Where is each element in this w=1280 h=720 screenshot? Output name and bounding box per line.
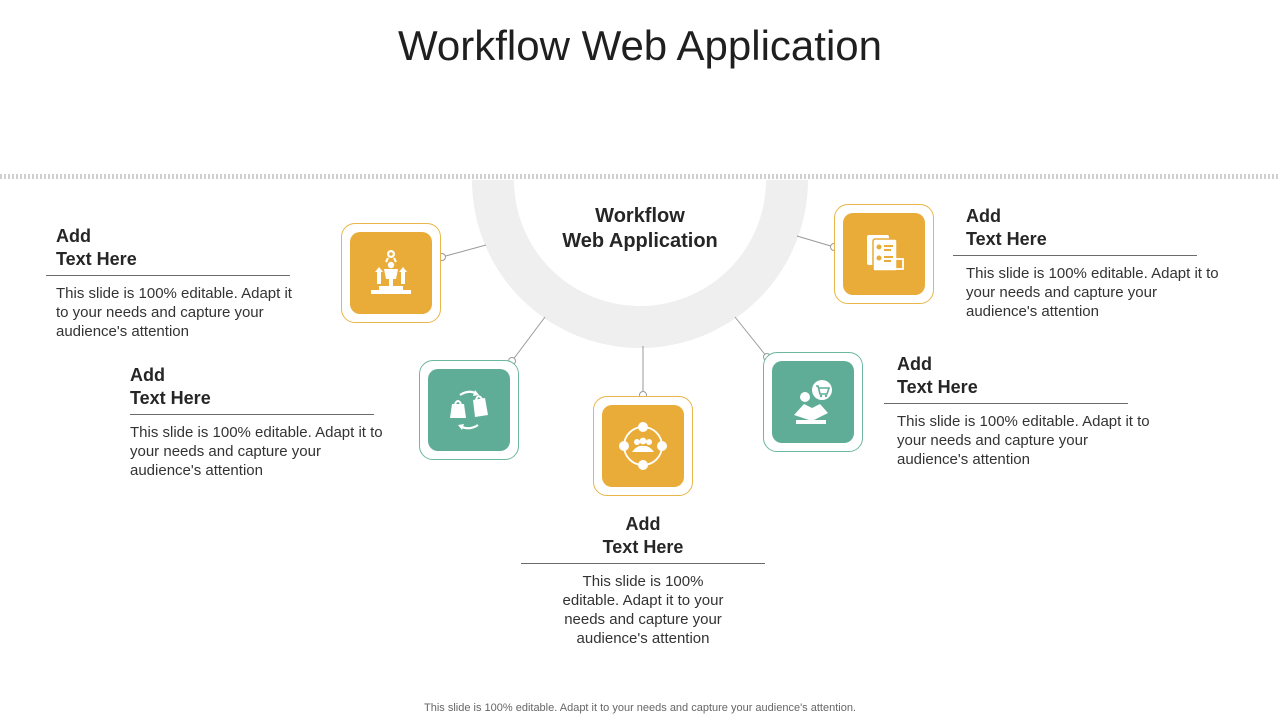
connector-5 <box>796 235 835 248</box>
center-label-line1: Workflow <box>595 205 685 227</box>
text-block-body: This slide is 100% editable. Adapt it to… <box>562 573 724 647</box>
heading-underline <box>130 414 374 415</box>
heading-line1: Add <box>625 514 661 534</box>
text-block-3: Add Text Here This slide is 100% editabl… <box>521 513 765 648</box>
text-block-body: This slide is 100% editable. Adapt it to… <box>130 424 383 479</box>
text-block-body: This slide is 100% editable. Adapt it to… <box>897 413 1150 468</box>
text-block-heading: Add Text Here <box>953 205 1228 251</box>
text-block-heading: Add Text Here <box>884 353 1154 399</box>
heading-line2: Text Here <box>897 377 978 397</box>
heading-underline <box>46 275 290 276</box>
tile-2 <box>419 360 519 460</box>
center-label-line2: Web Application <box>562 230 718 252</box>
shopping-bags-cycle-icon <box>450 390 488 430</box>
text-block-heading: Add Text Here <box>46 225 308 271</box>
heading-underline <box>953 255 1197 256</box>
tile-1 <box>341 223 441 323</box>
tile-3 <box>593 396 693 496</box>
profile-document-icon <box>867 235 904 272</box>
heading-line2: Text Here <box>130 388 211 408</box>
handshake-cart-icon <box>794 380 832 424</box>
center-label: Workflow Web Application <box>540 204 740 254</box>
heading-line1: Add <box>56 226 91 246</box>
connector-2 <box>511 316 546 362</box>
heading-line2: Text Here <box>56 249 137 269</box>
text-block-5: Add Text Here This slide is 100% editabl… <box>953 205 1228 321</box>
text-block-1: Add Text Here This slide is 100% editabl… <box>46 225 308 341</box>
heading-line1: Add <box>966 206 1001 226</box>
footer-note: This slide is 100% editable. Adapt it to… <box>424 702 856 714</box>
team-network-icon <box>619 422 667 470</box>
section-divider <box>0 174 1280 179</box>
center-ring <box>472 180 808 348</box>
text-block-heading: Add Text Here <box>521 513 765 559</box>
text-block-heading: Add Text Here <box>130 364 390 410</box>
slide-title: Workflow Web Application <box>397 22 882 69</box>
tile-5 <box>834 204 934 304</box>
text-block-body: This slide is 100% editable. Adapt it to… <box>966 265 1219 320</box>
podium-award-icon <box>371 250 411 294</box>
heading-underline <box>884 403 1128 404</box>
text-block-2: Add Text Here This slide is 100% editabl… <box>130 364 390 480</box>
heading-underline <box>521 563 765 564</box>
heading-line2: Text Here <box>602 537 684 557</box>
heading-line2: Text Here <box>966 229 1047 249</box>
heading-line1: Add <box>897 354 932 374</box>
connector-4 <box>734 316 768 358</box>
tile-4 <box>763 352 863 452</box>
text-block-body: This slide is 100% editable. Adapt it to… <box>56 285 292 340</box>
heading-line1: Add <box>130 365 165 385</box>
text-block-4: Add Text Here This slide is 100% editabl… <box>884 353 1154 469</box>
connector-1 <box>441 244 487 258</box>
